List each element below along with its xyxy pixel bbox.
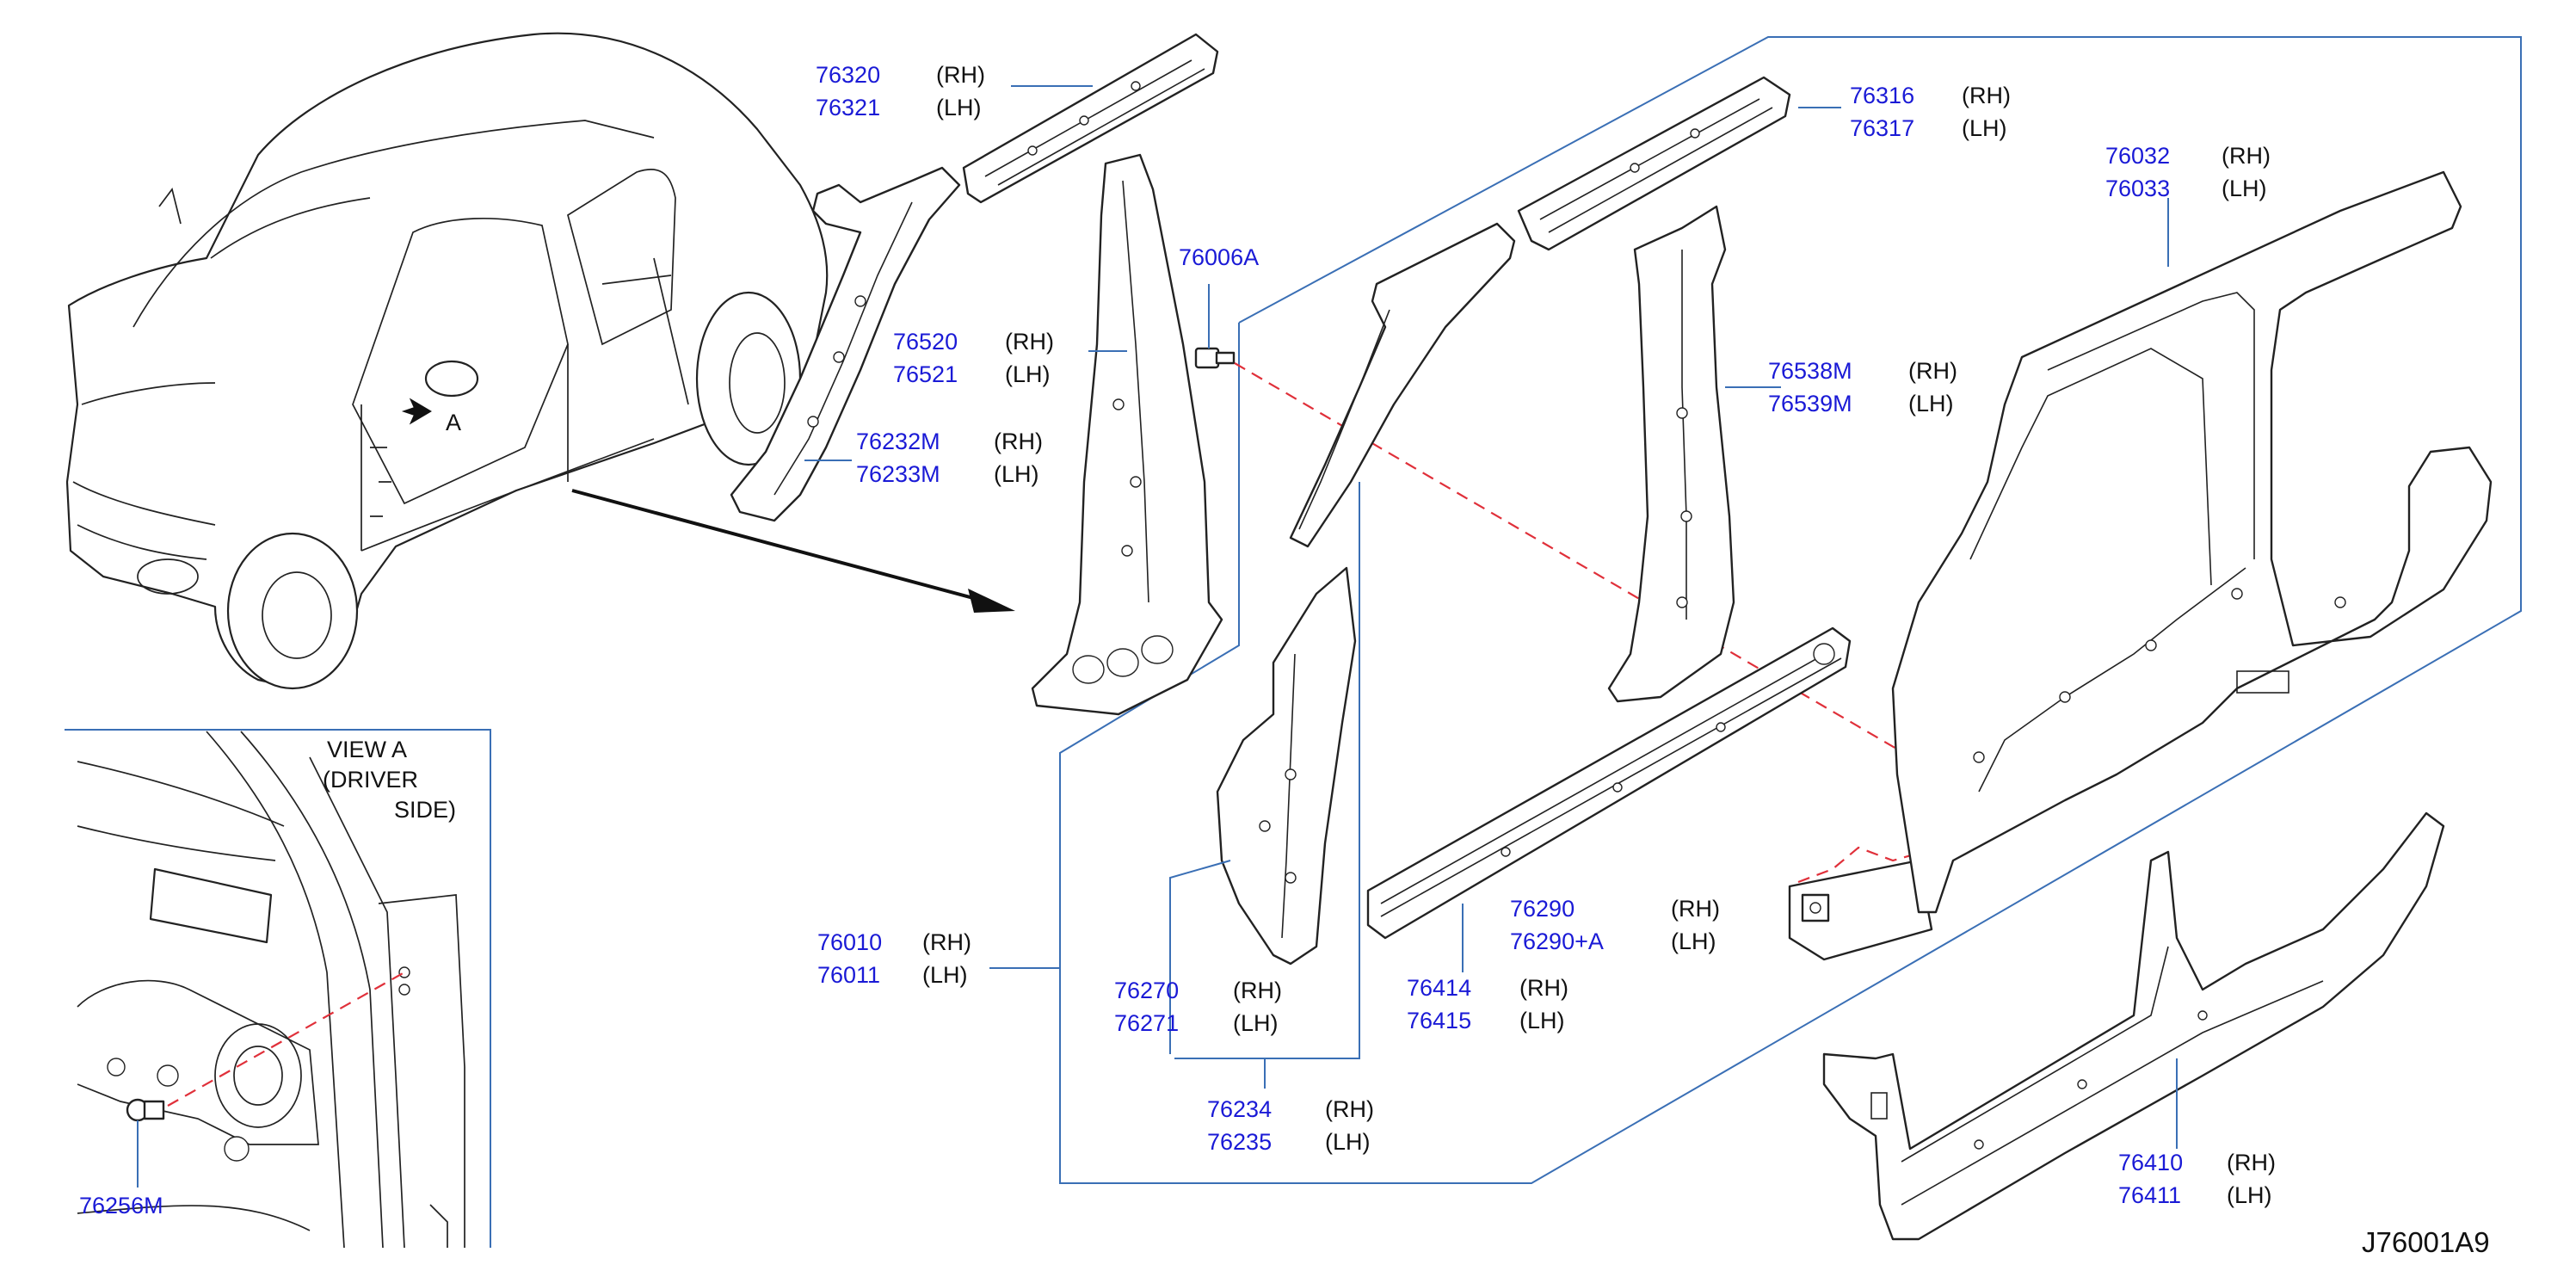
part-number-76271[interactable]: 76271 [1114, 1010, 1179, 1036]
leader-76270 [1169, 860, 1231, 1054]
part-76316-roof-rail-rear[interactable] [1517, 76, 1791, 251]
diagram-reference-id: J76001A9 [2362, 1226, 2490, 1258]
side-rh: (RH) [1519, 975, 1568, 1001]
part-number-76235[interactable]: 76235 [1207, 1129, 1272, 1155]
side-rh: (RH) [1233, 978, 1282, 1003]
side-rh: (RH) [1962, 83, 2011, 108]
side-lh: (LH) [1962, 115, 2007, 141]
part-number-76232M[interactable]: 76232M [856, 429, 940, 454]
view-a-subtitle-1: (DRIVER [323, 767, 418, 793]
label-76520: 76520 (RH) 76521 (LH) [893, 329, 1054, 387]
part-number-76415[interactable]: 76415 [1407, 1008, 1471, 1033]
part-number-76033[interactable]: 76033 [2105, 176, 2170, 201]
part-number-76320[interactable]: 76320 [816, 62, 880, 88]
side-lh: (LH) [1233, 1010, 1279, 1036]
part-number-76411[interactable]: 76411 [2118, 1182, 2181, 1208]
part-number-76290A[interactable]: 76290+A [1510, 928, 1604, 954]
part-number-76321[interactable]: 76321 [816, 95, 880, 120]
side-lh: (LH) [1908, 391, 1954, 416]
part-number-76290[interactable]: 76290 [1510, 896, 1575, 922]
pointer-arrow-icon [968, 589, 1015, 613]
side-rh: (RH) [1005, 329, 1054, 355]
leader-76234 [1174, 482, 1360, 1059]
part-number-76010[interactable]: 76010 [817, 929, 882, 955]
bracket-dashed-line [1797, 846, 1924, 884]
label-76414: 76414 (RH) 76415 (LH) [1407, 975, 1568, 1033]
side-lh: (LH) [922, 962, 968, 988]
side-rh: (RH) [2222, 143, 2271, 169]
side-lh: (LH) [1671, 928, 1716, 954]
part-number-76234[interactable]: 76234 [1207, 1096, 1272, 1122]
part-number-76414[interactable]: 76414 [1407, 975, 1471, 1001]
part-number-76538M[interactable]: 76538M [1768, 358, 1852, 384]
view-a-marker: A [446, 410, 461, 435]
clip-part[interactable] [126, 1098, 165, 1122]
side-rh: (RH) [1325, 1096, 1374, 1122]
part-number-76317[interactable]: 76317 [1850, 115, 1914, 141]
view-a-subtitle-2: SIDE) [394, 797, 456, 823]
label-76410: 76410 (RH) 76411 (LH) [2118, 1150, 2276, 1208]
part-number-76316[interactable]: 76316 [1850, 83, 1914, 108]
part-76538-center-pillar-inner[interactable] [1607, 205, 1735, 703]
side-rh: (RH) [1908, 358, 1957, 384]
label-76232: 76232M (RH) 76233M (LH) [856, 429, 1043, 487]
view-a-detail [77, 731, 465, 1249]
part-number-76256M[interactable]: 76256M [79, 1193, 163, 1218]
side-lh: (LH) [1325, 1129, 1371, 1155]
part-76520-front-pillar[interactable] [730, 166, 961, 522]
view-a-frame [65, 729, 491, 1248]
clip-dashed-line [167, 972, 405, 1107]
car-illustration [65, 32, 829, 690]
label-76320: 76320 (RH) 76321 (LH) [816, 62, 985, 120]
label-76270: 76270 (RH) 76271 (LH) [1114, 978, 1282, 1036]
part-number-76233M[interactable]: 76233M [856, 461, 940, 487]
label-76010: 76010 (RH) 76011 (LH) [817, 929, 971, 988]
part-76006A-bolt[interactable] [1194, 347, 1236, 369]
part-76010-center-pillar-outer[interactable] [1031, 153, 1223, 716]
side-lh: (LH) [994, 461, 1039, 487]
label-76316: 76316 (RH) 76317 (LH) [1850, 83, 2011, 141]
label-76032: 76032 (RH) 76033 (LH) [2105, 143, 2271, 201]
part-number-76521[interactable]: 76521 [893, 361, 958, 387]
pointer-arrow-shaft [571, 489, 990, 604]
part-76410-side-sill-outer[interactable] [1822, 811, 2445, 1241]
part-number-76410[interactable]: 76410 [2118, 1150, 2183, 1175]
view-a-title: VIEW A [327, 737, 407, 762]
part-number-76006A[interactable]: 76006A [1179, 244, 1259, 270]
part-76032-body-side-outer[interactable] [1891, 170, 2493, 914]
side-lh: (LH) [936, 95, 982, 120]
label-76290: 76290 (RH) 76290+A (LH) [1510, 896, 1720, 954]
label-76538: 76538M (RH) 76539M (LH) [1768, 358, 1957, 416]
side-lh: (LH) [1519, 1008, 1565, 1033]
view-a-arrow-icon [401, 398, 432, 425]
side-lh: (LH) [2222, 176, 2267, 201]
part-number-76032[interactable]: 76032 [2105, 143, 2170, 169]
side-lh: (LH) [2227, 1182, 2272, 1208]
part-76414-sill-reinforcement[interactable] [1366, 626, 1852, 940]
part-number-76539M[interactable]: 76539M [1768, 391, 1852, 416]
part-76290-bracket[interactable] [1788, 859, 1933, 961]
side-rh: (RH) [2227, 1150, 2276, 1175]
side-lh: (LH) [1005, 361, 1051, 387]
part-number-76520[interactable]: 76520 [893, 329, 958, 355]
side-rh: (RH) [936, 62, 985, 88]
side-rh: (RH) [994, 429, 1043, 454]
part-76320-roof-rail-front[interactable] [962, 33, 1219, 204]
side-rh: (RH) [1671, 896, 1720, 922]
label-76234: 76234 (RH) 76235 (LH) [1207, 1096, 1374, 1155]
part-number-76270[interactable]: 76270 [1114, 978, 1179, 1003]
part-76270-pillar-lower[interactable] [1216, 566, 1357, 965]
part-number-76011[interactable]: 76011 [817, 962, 880, 988]
side-rh: (RH) [922, 929, 971, 955]
part-76232-front-pillar-inner[interactable] [1289, 222, 1516, 548]
